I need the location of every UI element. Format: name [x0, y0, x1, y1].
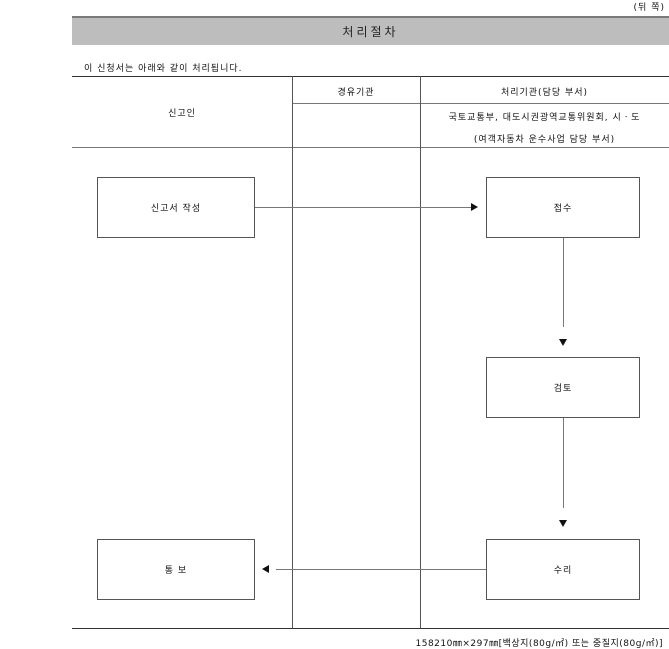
header-applicant: 신고인 [168, 109, 196, 119]
connector-receive-to-review [563, 238, 564, 327]
connector-accept-to-notify [276, 569, 486, 570]
arrow-right-icon [471, 203, 478, 211]
page-side-note: (뒤 쪽) [633, 3, 665, 13]
table-bottom-border [72, 628, 669, 629]
step-accept-label: 수리 [553, 566, 573, 576]
arrow-down-icon-2 [559, 520, 567, 527]
header-processing-agency-line2: (여객자동차 운수사업 담당 부서) [473, 135, 616, 145]
step-notify-label: 통 보 [164, 566, 188, 576]
column-divider-1 [292, 76, 293, 628]
header-sub-divider [292, 103, 669, 104]
arrow-down-icon [559, 339, 567, 346]
step-review-label: 검토 [553, 384, 573, 394]
header-bottom-border [72, 147, 669, 148]
step-review-box: 검토 [486, 357, 640, 418]
step-write-label: 신고서 작성 [150, 204, 202, 214]
step-receive-box: 접수 [486, 177, 640, 238]
header-processing-agency-line1: 국토교통부, 대도시권광역교통위원회, 시ㆍ도 [448, 113, 641, 123]
connector-review-to-accept [563, 418, 564, 508]
arrow-left-icon [262, 565, 269, 573]
connector-write-to-receive [255, 207, 471, 208]
section-title: 처리절차 [342, 25, 399, 39]
table-top-border [72, 76, 669, 77]
step-write-box: 신고서 작성 [97, 177, 255, 238]
step-receive-label: 접수 [553, 204, 573, 214]
column-divider-2 [420, 76, 421, 628]
step-accept-box: 수리 [486, 539, 640, 600]
header-via-agency: 경유기관 [337, 88, 375, 98]
section-banner: 처리절차 [72, 16, 669, 45]
paper-spec-footer: 158210㎜×297㎜[백상지(80g/㎡) 또는 중질지(80g/㎡)] [415, 639, 663, 649]
intro-text: 이 신청서는 아래와 같이 처리됩니다. [84, 64, 243, 74]
header-processing-agency: 처리기관(담당 부서) [500, 88, 589, 98]
step-notify-box: 통 보 [97, 539, 255, 600]
